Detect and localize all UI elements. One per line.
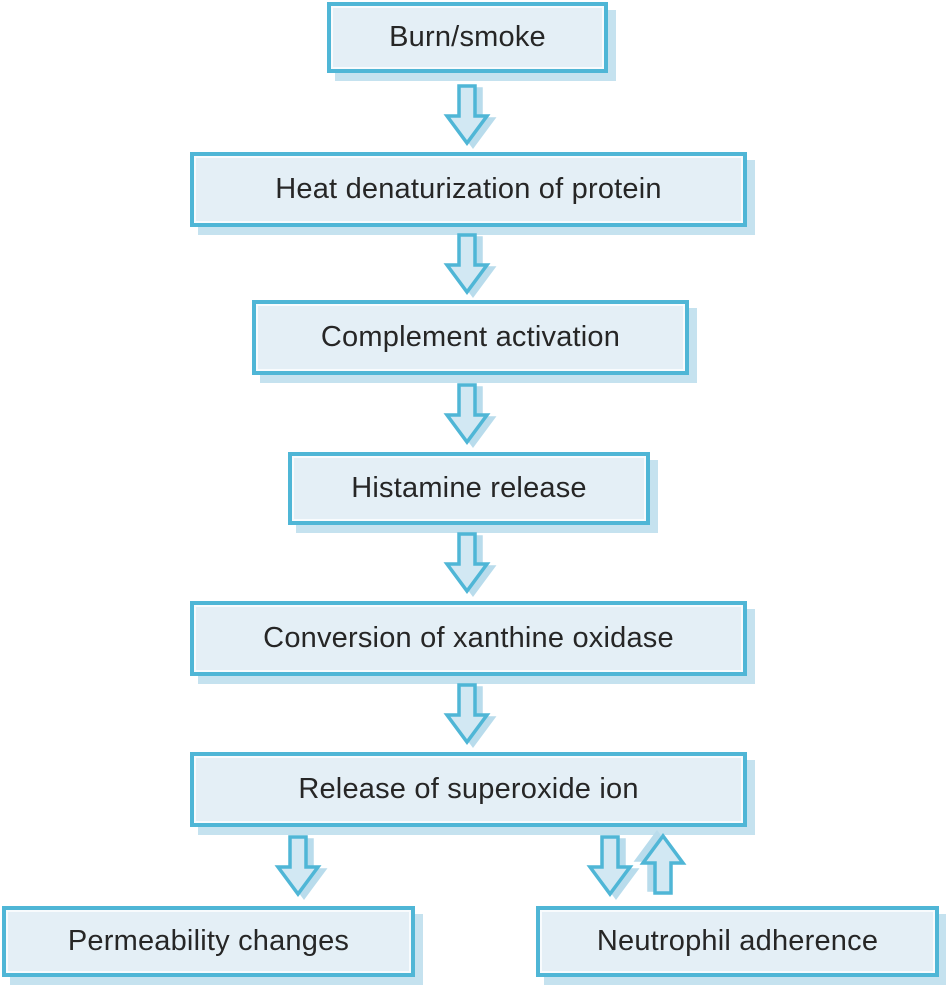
down-arrow-icon — [274, 835, 322, 897]
flow-node-label: Burn/smoke — [389, 21, 546, 53]
flow-node-label: Histamine release — [351, 472, 587, 504]
flow-node-permeability-changes: Permeability changes — [2, 906, 415, 977]
flow-node-neutrophil-adherence: Neutrophil adherence — [536, 906, 939, 977]
flow-node-xanthine-oxidase: Conversion of xanthine oxidase — [190, 601, 747, 676]
down-arrow-icon — [586, 835, 634, 897]
flow-node-label: Heat denaturization of protein — [275, 173, 662, 205]
flow-node-superoxide-ion: Release of superoxide ion — [190, 752, 747, 827]
flow-node-label: Permeability changes — [67, 925, 350, 957]
flow-node-label: Neutrophil adherence — [596, 925, 879, 957]
down-arrow-icon — [443, 383, 491, 445]
flow-node-heat-denaturization: Heat denaturization of protein — [190, 152, 747, 227]
flow-node-burn-smoke: Burn/smoke — [327, 2, 608, 73]
flow-node-complement-activation: Complement activation — [252, 300, 689, 375]
down-arrow-icon — [443, 532, 491, 594]
down-arrow-icon — [443, 683, 491, 745]
up-arrow-icon — [639, 833, 687, 895]
flow-node-histamine-release: Histamine release — [288, 452, 650, 525]
down-arrow-icon — [443, 233, 491, 295]
flow-node-label: Complement activation — [320, 321, 621, 353]
flow-node-label: Conversion of xanthine oxidase — [263, 622, 674, 654]
down-arrow-icon — [443, 84, 491, 146]
flow-node-label: Release of superoxide ion — [298, 773, 639, 805]
